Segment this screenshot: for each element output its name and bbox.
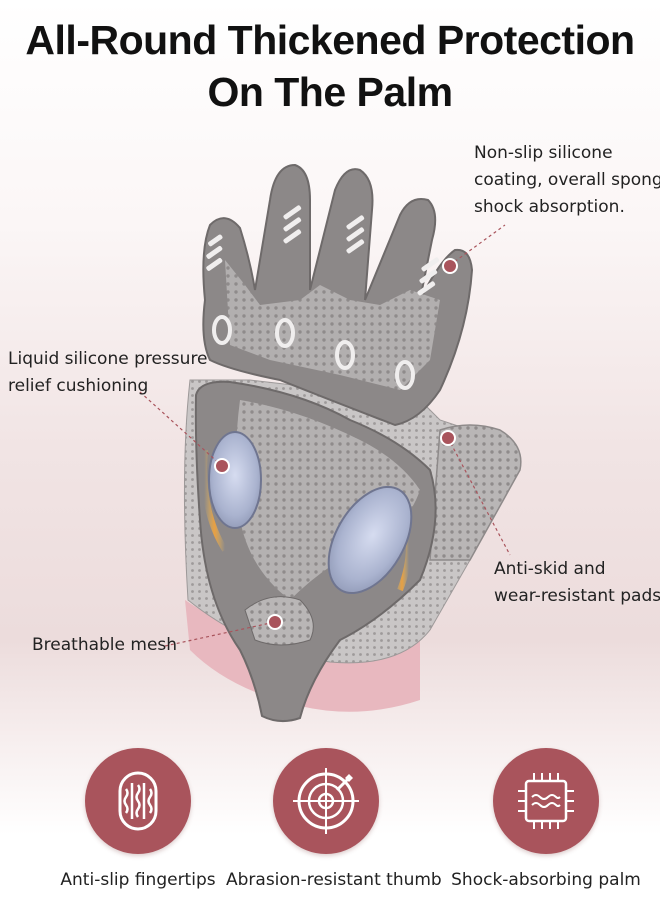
feature-shock-absorbing-palm: Shock-absorbing palm (446, 748, 646, 890)
knuckle-rings (212, 315, 415, 390)
fingertip-icon (118, 771, 158, 831)
callout-non-slip-line-1: Non-slip silicone (474, 143, 613, 163)
feature-circle (85, 748, 191, 854)
finger-mesh (225, 260, 440, 390)
glove-svg (139, 163, 522, 722)
callout-breathable-line-1: Breathable mesh (32, 635, 178, 655)
headline: All-Round Thickened Protection On The Pa… (0, 14, 660, 118)
glove-illustration (139, 163, 522, 722)
headline-line-1: All-Round Thickened Protection (25, 17, 635, 63)
feature-label: Shock-absorbing palm (451, 870, 641, 890)
callout-anti-skid-line-2: wear-resistant pads (494, 586, 660, 606)
callout-non-slip: Non-slip silicone coating, overall spong… (474, 140, 660, 221)
callout-non-slip-line-3: shock absorption. (474, 197, 625, 217)
callout-breathable: Breathable mesh (32, 632, 177, 659)
callout-anti-skid: Anti-skid and wear-resistant pads (494, 556, 660, 610)
target-icon (293, 768, 359, 834)
callout-non-slip-line-2: coating, overall sponge (474, 170, 660, 190)
gel-pad-left (208, 431, 262, 529)
gel-pad-right (327, 485, 413, 595)
callout-liquid-silicone: Liquid silicone pressure relief cushioni… (8, 346, 208, 400)
feature-label: Anti-slip fingertips (60, 870, 216, 890)
feature-label: Abrasion-resistant thumb (226, 870, 442, 890)
palm-mesh-panel (236, 400, 420, 600)
glow-left (201, 449, 228, 552)
callout-anti-skid-line-1: Anti-skid and (494, 559, 606, 579)
fingertip-grip-stripes (206, 205, 440, 296)
chip-wave-icon (518, 773, 574, 829)
callout-liquid-silicone-line-2: relief cushioning (8, 376, 149, 396)
feature-abrasion-resistant-thumb: Abrasion-resistant thumb (226, 748, 442, 890)
headline-line-2: On The Palm (207, 69, 453, 115)
callout-liquid-silicone-line-1: Liquid silicone pressure (8, 349, 208, 369)
thumb-section (429, 424, 522, 561)
callout-pointers (139, 224, 511, 647)
feature-circle (273, 748, 379, 854)
feature-circle (493, 748, 599, 854)
feature-anti-slip-fingertips: Anti-slip fingertips (38, 748, 238, 890)
